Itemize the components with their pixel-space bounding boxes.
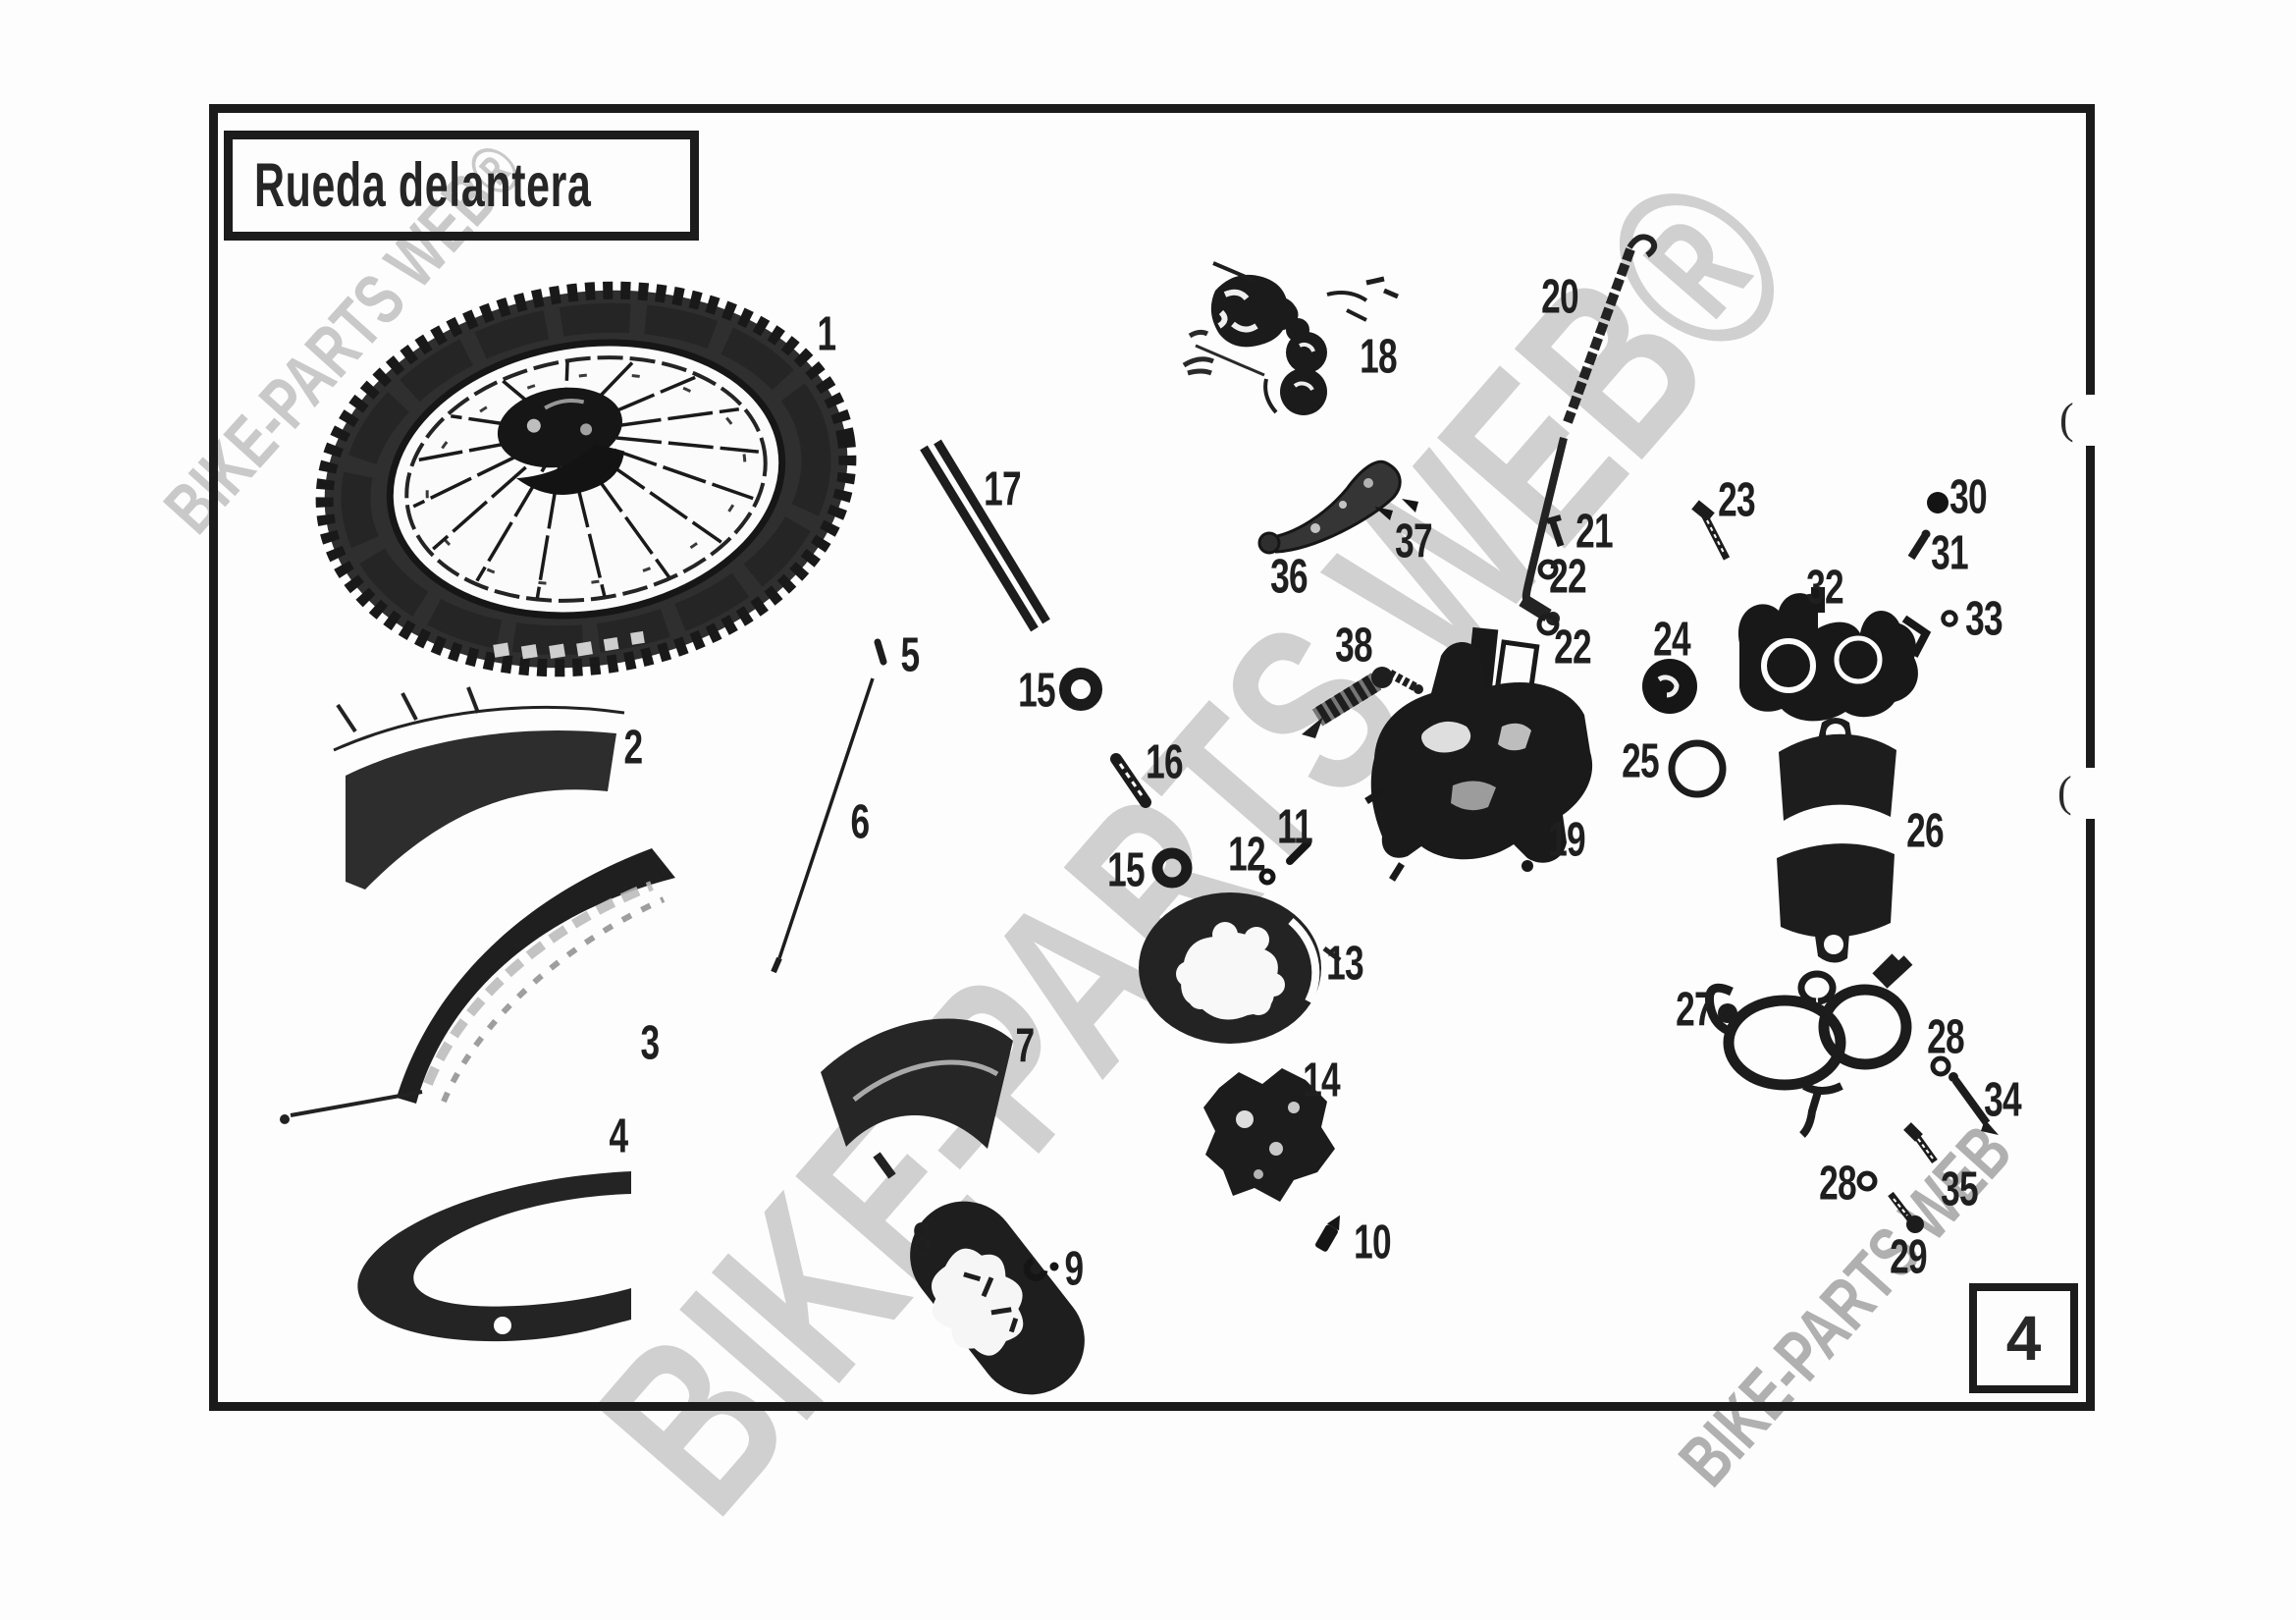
part-7-inner-tube-illustration [821,1018,1013,1179]
part-22b-oring-illustration [1536,613,1560,636]
part-36-brake-lever-illustration [1257,459,1402,555]
part-2-tire-section-illustration [333,686,625,890]
part-21-screw-illustration [1546,514,1565,548]
part-16-pin-illustration [1110,753,1151,808]
part-14-gearbox-illustration [1203,1068,1335,1202]
part-34-bolt-illustration [1949,1072,1999,1135]
part-24-seal-illustration [1642,659,1697,714]
part-30-plug-illustration [1927,492,1949,513]
part-9-valve-parts-illustration [1023,1257,1059,1281]
part-19-caliper-illustration [1364,626,1593,882]
part-15b-ring-illustration [1151,847,1193,889]
part-26-brake-pads-illustration [1777,718,1896,963]
tire-sidewall-text-blocks [493,630,645,660]
part-11-pin-illustration [1286,839,1311,865]
part-23-bolt-illustration [1691,500,1731,561]
part-28b-washer-illustration [1856,1170,1878,1192]
title-box: Rueda delantera [224,131,699,241]
part-38-worm-gear-illustration [1302,667,1423,738]
part-37-clips-illustration [1374,499,1418,520]
border-artifact-bottom: ( [2057,768,2103,819]
part-6-spoke-illustration [771,677,875,974]
part-29-bolt-illustration [1888,1191,1924,1233]
part-17-axle-illustration [920,439,1050,632]
part-15a-ring-illustration [1059,668,1102,711]
part-27-bracket-illustration [1704,953,1913,1138]
wheel-hub [497,387,622,468]
part-25-oring-illustration [1668,739,1727,798]
part-8-patch-illustration [910,1201,1085,1395]
part-31-bleed-screw-illustration [1907,529,1931,561]
part-28a-washer-illustration [1930,1055,1951,1077]
part-5-nipple-illustration [874,638,887,666]
part-35-bolt-illustration [1903,1122,1938,1164]
part-32-caliper-body-illustration [1737,587,1932,722]
part-33-washer-illustration [1941,610,1958,627]
part-18-master-cylinder-illustration [1182,261,1399,415]
part-1-wheel-illustration [315,281,857,677]
part-13-gear-plate-illustration [1139,892,1342,1044]
page-number: 4 [2005,1303,2042,1374]
part-10-valve-illustration [1315,1215,1340,1252]
part-3-rim-section-illustration [280,848,675,1124]
page-title: Rueda delantera [254,151,592,220]
border-artifact-top: ( [2059,395,2105,446]
part-22a-oring-illustration [1537,559,1559,580]
part-12-washer-illustration [1258,868,1276,886]
page-number-box: 4 [1969,1283,2078,1393]
part-4-rim-strap-illustration [357,1171,631,1342]
